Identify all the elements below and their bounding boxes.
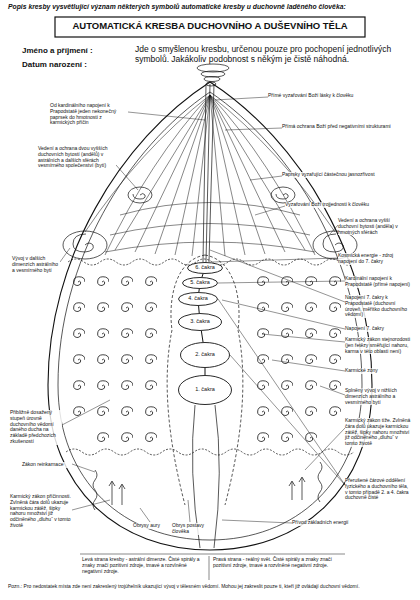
callout-label: Splněný vývoj v nižších dimenzích astrál… [345, 388, 411, 405]
callout-label: Přerušené čárové oddělení fyzického a du… [345, 478, 411, 501]
callout-label: Přímá ochrana Boží před negativními stru… [282, 124, 392, 130]
callout-label: Vývoj v dalších dimenzích astrálního a v… [12, 256, 60, 273]
chakra-link [201, 331, 203, 342]
callout-label: Přibližně dosažený stupeň úrovně duchovn… [10, 410, 62, 445]
callout-label: Vyzařování Boží trojjednosti k člověku [285, 202, 395, 208]
divider-line [209, 556, 210, 580]
callout-label: Karmický zákon příčinnosti. Zvlněná čára… [10, 494, 72, 529]
footnote: Pozn.: Pro nedostatek místa zde není zak… [8, 584, 413, 590]
callout-label: Přímé vyzařování Boží lásky k člověku [268, 93, 378, 99]
legend-note: Levá strana kresby - astrální dimenze. Č… [82, 557, 206, 574]
callout-label: Kosmická energie - zdroj napojení do 7. … [338, 253, 410, 265]
energy-spirals [74, 277, 341, 442]
chakra-label: 6. čakra [195, 265, 215, 271]
body-outline [167, 255, 243, 505]
callout-label: Přívod základních energií [292, 520, 352, 526]
form-field: Datum narození : [22, 60, 132, 69]
chakra-label: 3. čakra [190, 319, 210, 325]
chakra-link [198, 289, 199, 292]
callout-label: Karmický zákon stejnorodosti (jen řetězy… [345, 337, 411, 354]
callout-label: Kardinální napojení k Prapodstatě (přímé… [345, 276, 411, 288]
legend-note: Pravá strana - reálný svět. Čisté spirál… [213, 557, 345, 569]
callout-label: Karmické zóny [345, 368, 411, 374]
divider-line [80, 554, 345, 555]
title-frame [55, 17, 365, 37]
chakra-link [205, 368, 206, 375]
callout-label: Obrysy aury [133, 523, 167, 529]
vortex-symbol [197, 64, 229, 86]
chakra-label: 1. čakra [195, 387, 215, 393]
callout-label: Karmický zákon tíže. Zvlněná čára dolů u… [345, 418, 411, 447]
chakra-oval: 2. čakra [180, 342, 230, 368]
disclaimer-note: Jde o smyšlenou kresbu, určenou pouze pr… [135, 45, 410, 65]
diagram-title: AUTOMATICKÁ KRESBA DUCHOVNÍHO A DUŠEVNÍH… [57, 21, 363, 32]
chakra-oval: 6. čakra [187, 262, 223, 274]
chakra-label: 2. čakra [195, 352, 215, 358]
chakra-link [198, 306, 200, 313]
karma-marks [93, 462, 322, 510]
callout-label: Obrys postavy člověka [172, 523, 210, 535]
chakra-label: 4. čakra [188, 296, 208, 302]
callout-label: Zákon reinkarnace [22, 462, 72, 468]
chakra-oval: 1. čakra [178, 375, 232, 405]
chakra-oval: 5. čakra [182, 277, 218, 289]
callout-label: Vedení a ochrana vyšší duchovní bytosti … [338, 218, 410, 235]
header-note: Popis kresby vysvětlující význam některý… [8, 3, 418, 11]
chakra-link [202, 274, 203, 277]
callout-label: Paprsky vyzařující částečnou jasnozřivos… [282, 172, 392, 178]
callout-label: Vedení a ochrana dvou vyšších duchovních… [38, 146, 116, 169]
callout-label: Napojení 7. čakry [345, 326, 411, 332]
chakra-oval: 3. čakra [178, 313, 222, 331]
chakra-oval: 4. čakra [178, 292, 218, 306]
angel-loop [63, 187, 357, 259]
form-field: Jméno a příjmení : [22, 46, 132, 55]
callout-label: Od kardinálního napojení k Prapodstatě j… [50, 103, 128, 126]
dimension-wave [66, 449, 354, 455]
chakra-label: 5. čakra [190, 280, 210, 286]
callout-label: Napojení 7. čakry k Prapodstatě (duchovn… [345, 295, 411, 318]
